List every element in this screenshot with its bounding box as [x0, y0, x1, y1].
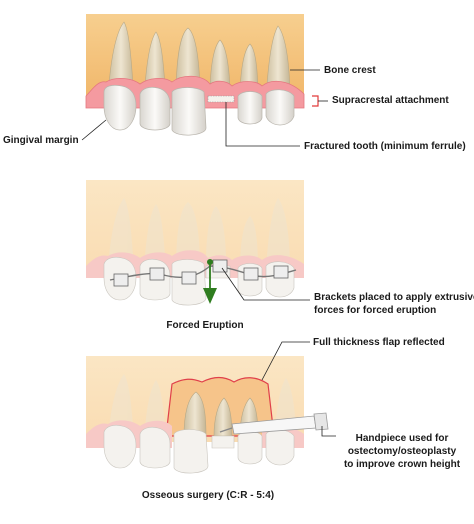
bracket-4 [212, 259, 228, 273]
tooth-crowns-3 [103, 424, 295, 474]
leader-brackets [221, 267, 310, 301]
label-fractured-tooth: Fractured tooth (minimum ferrule) [304, 141, 466, 152]
bracket-6 [273, 265, 289, 279]
tooth-roots-faded [108, 198, 290, 270]
supracrestal-bracket [312, 95, 319, 107]
crown-right-lateral [237, 91, 263, 125]
leader-fractured-tooth [225, 102, 300, 147]
bracket-5 [243, 267, 259, 281]
label-handpiece-line1: Handpiece used for [355, 433, 449, 444]
bracket-2 [149, 267, 165, 281]
label-handpiece-line2: ostectomy/osteoplasty [347, 446, 457, 457]
crown-left-canine [103, 84, 137, 131]
bracket-1 [113, 273, 129, 287]
label-supracrestal-attachment: Supracrestal attachment [332, 95, 449, 106]
tooth-crowns [103, 84, 295, 136]
caption-forced-eruption: Forced Eruption [166, 320, 244, 331]
crown-right-canine [265, 89, 295, 126]
panel-3 [86, 341, 336, 474]
label-brackets-line1: Brackets placed to apply extrusive [314, 292, 474, 303]
handpiece [219, 412, 329, 435]
leader-flap [261, 341, 310, 381]
eruption-arrow [203, 259, 217, 304]
orthodontic-brackets [109, 259, 297, 287]
panel-2 [86, 180, 310, 306]
leader-handpiece [321, 426, 336, 437]
label-brackets-line2: forces for forced eruption [314, 305, 437, 316]
label-gingival-margin: Gingival margin [3, 135, 79, 146]
panel-1 [81, 14, 328, 147]
fracture-surface [207, 95, 235, 103]
label-bone-crest: Bone crest [324, 65, 376, 76]
crown-left-lateral [139, 86, 171, 131]
leader-gingival-margin [81, 119, 107, 141]
crown-central [171, 87, 207, 136]
label-handpiece-line3: to improve crown height [343, 459, 461, 470]
label-flap-reflected: Full thickness flap reflected [313, 337, 445, 348]
bracket-3 [181, 271, 197, 285]
caption-osseous-surgery: Osseous surgery (C:R - 5:4) [141, 490, 275, 501]
